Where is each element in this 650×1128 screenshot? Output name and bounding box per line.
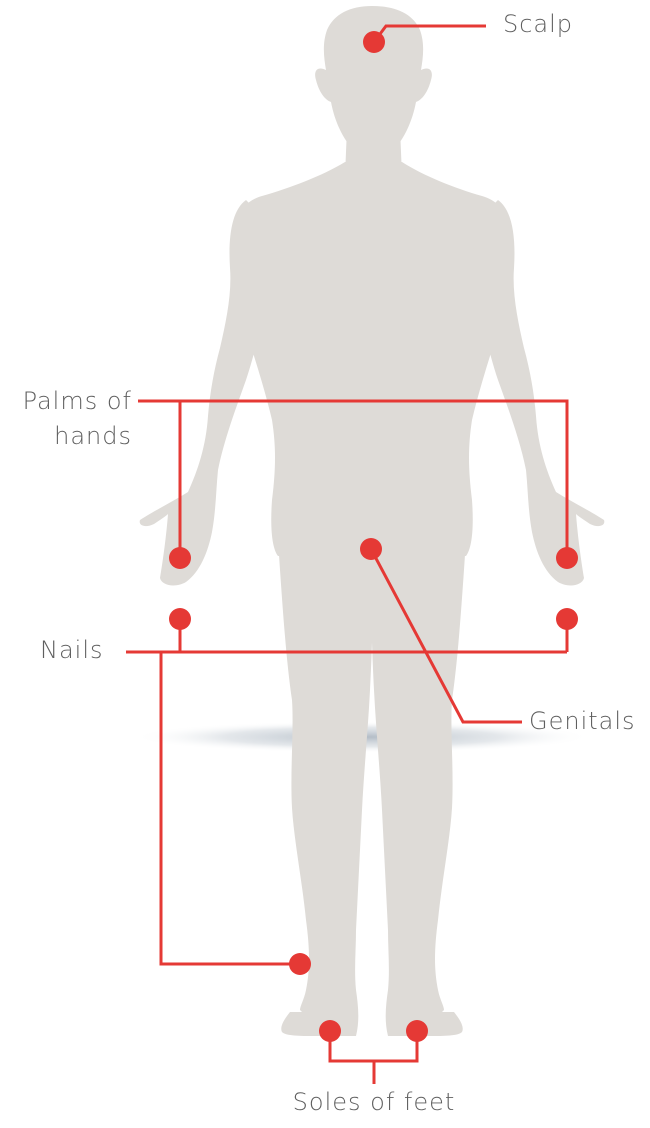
- nail-left-marker-icon: [169, 608, 191, 630]
- palm-right-marker-icon: [556, 547, 578, 569]
- soles-label: Soles of feet: [264, 1087, 484, 1117]
- sole-left-marker-icon: [319, 1020, 341, 1042]
- human-silhouette-icon: [140, 6, 605, 1036]
- scalp-label: Scalp: [503, 9, 573, 39]
- sole-right-marker-icon: [406, 1020, 428, 1042]
- nails-label: Nails: [40, 635, 104, 665]
- genitals-marker-icon: [360, 538, 382, 560]
- palm-left-marker-icon: [169, 547, 191, 569]
- palms-label-line2: hands: [0, 421, 132, 451]
- nails-foot-connector: [161, 652, 300, 964]
- palms-label-line1: Palms of: [0, 386, 132, 416]
- nail-right-marker-icon: [556, 608, 578, 630]
- scalp-marker-icon: [363, 31, 385, 53]
- toenail-marker-icon: [289, 953, 311, 975]
- genitals-label: Genitals: [529, 706, 636, 736]
